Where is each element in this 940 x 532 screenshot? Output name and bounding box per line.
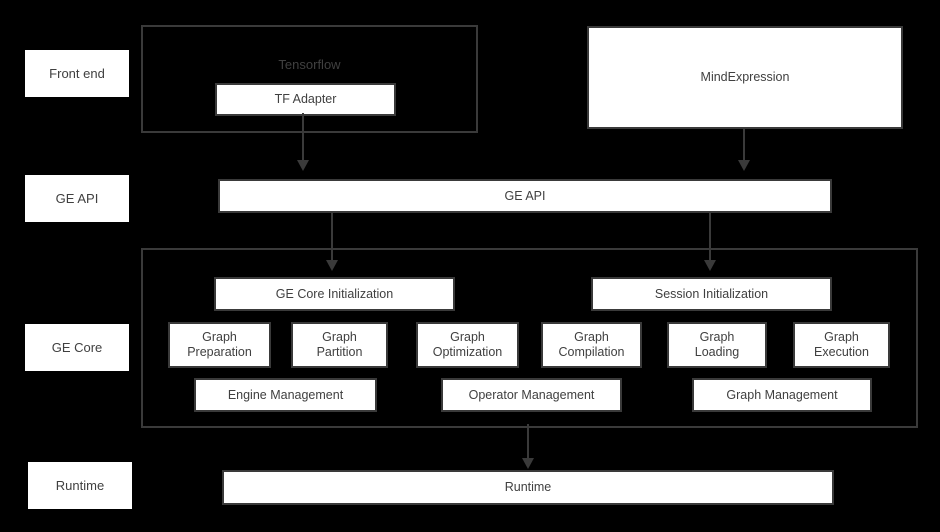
graph-preparation-box[interactable]: Graph Preparation <box>168 322 271 368</box>
tf-adapter-box[interactable]: TF Adapter <box>215 83 396 116</box>
graph-execution-box[interactable]: Graph Execution <box>793 322 890 368</box>
graph-partition-box[interactable]: Graph Partition <box>291 322 388 368</box>
lane-label-runtime: Runtime <box>28 462 132 509</box>
lane-label-front-end: Front end <box>25 50 129 97</box>
connector-geapi-to-gecore-init <box>331 213 333 262</box>
runtime-bar[interactable]: Runtime <box>222 470 834 505</box>
arrowhead-mindexpression-to-geapi <box>738 160 750 171</box>
connector-tfadapter-to-geapi <box>302 113 304 162</box>
tensorflow-container: Tensorflow TF Adapter <box>141 25 478 133</box>
graph-optimization-box[interactable]: Graph Optimization <box>416 322 519 368</box>
ge-core-container: GE Core Initialization Session Initializ… <box>141 248 918 428</box>
connector-gecore-to-runtime <box>527 424 529 460</box>
arrowhead-tfadapter-to-geapi <box>297 160 309 171</box>
mindexpression-box[interactable]: MindExpression <box>587 26 903 129</box>
operator-management-box[interactable]: Operator Management <box>441 378 622 412</box>
ge-core-initialization-box[interactable]: GE Core Initialization <box>214 277 455 311</box>
lane-label-ge-api: GE API <box>25 175 129 222</box>
arrowhead-gecore-to-runtime <box>522 458 534 469</box>
engine-management-box[interactable]: Engine Management <box>194 378 377 412</box>
arrowhead-geapi-to-session-init <box>704 260 716 271</box>
session-initialization-box[interactable]: Session Initialization <box>591 277 832 311</box>
ge-api-bar[interactable]: GE API <box>218 179 832 213</box>
graph-management-box[interactable]: Graph Management <box>692 378 872 412</box>
lane-label-ge-core: GE Core <box>25 324 129 371</box>
tensorflow-label: Tensorflow <box>278 57 341 72</box>
connector-geapi-to-session-init <box>709 213 711 262</box>
arrowhead-geapi-to-gecore-init <box>326 260 338 271</box>
graph-loading-box[interactable]: Graph Loading <box>667 322 767 368</box>
connector-mindexpression-to-geapi <box>743 128 745 162</box>
graph-compilation-box[interactable]: Graph Compilation <box>541 322 642 368</box>
